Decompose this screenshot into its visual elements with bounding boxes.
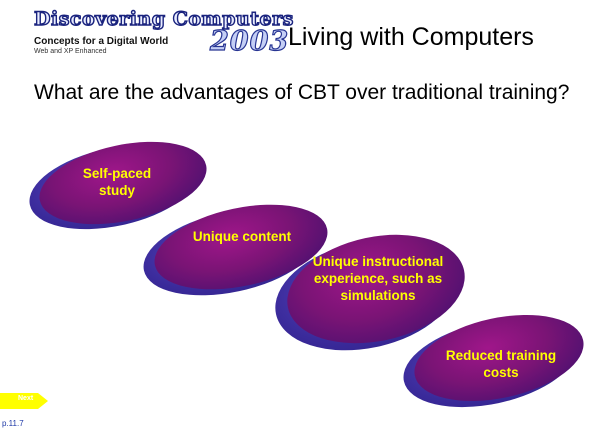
logo-subtitle: Concepts for a Digital World: [34, 36, 169, 47]
page-reference: p.11.7: [2, 419, 24, 428]
logo-edition: Web and XP Enhanced: [34, 48, 107, 55]
slide-question: What are the advantages of CBT over trad…: [34, 81, 570, 104]
slide-title: Living with Computers: [288, 23, 534, 51]
advantage-text-3: Unique instructional experience, such as…: [312, 254, 444, 303]
next-arrow-icon[interactable]: [0, 391, 50, 411]
next-button-label[interactable]: Next: [18, 395, 34, 402]
logo-title: Discovering Computers: [33, 7, 294, 30]
advantage-text-4: Reduced training costs: [445, 348, 557, 380]
logo-year: 2003: [209, 25, 290, 57]
advantage-text-1: Self-paced study: [82, 166, 152, 198]
discovering-computers-logo: Discovering Computers 2003 Concepts for …: [33, 4, 294, 60]
advantage-text-2: Unique content: [192, 229, 292, 244]
